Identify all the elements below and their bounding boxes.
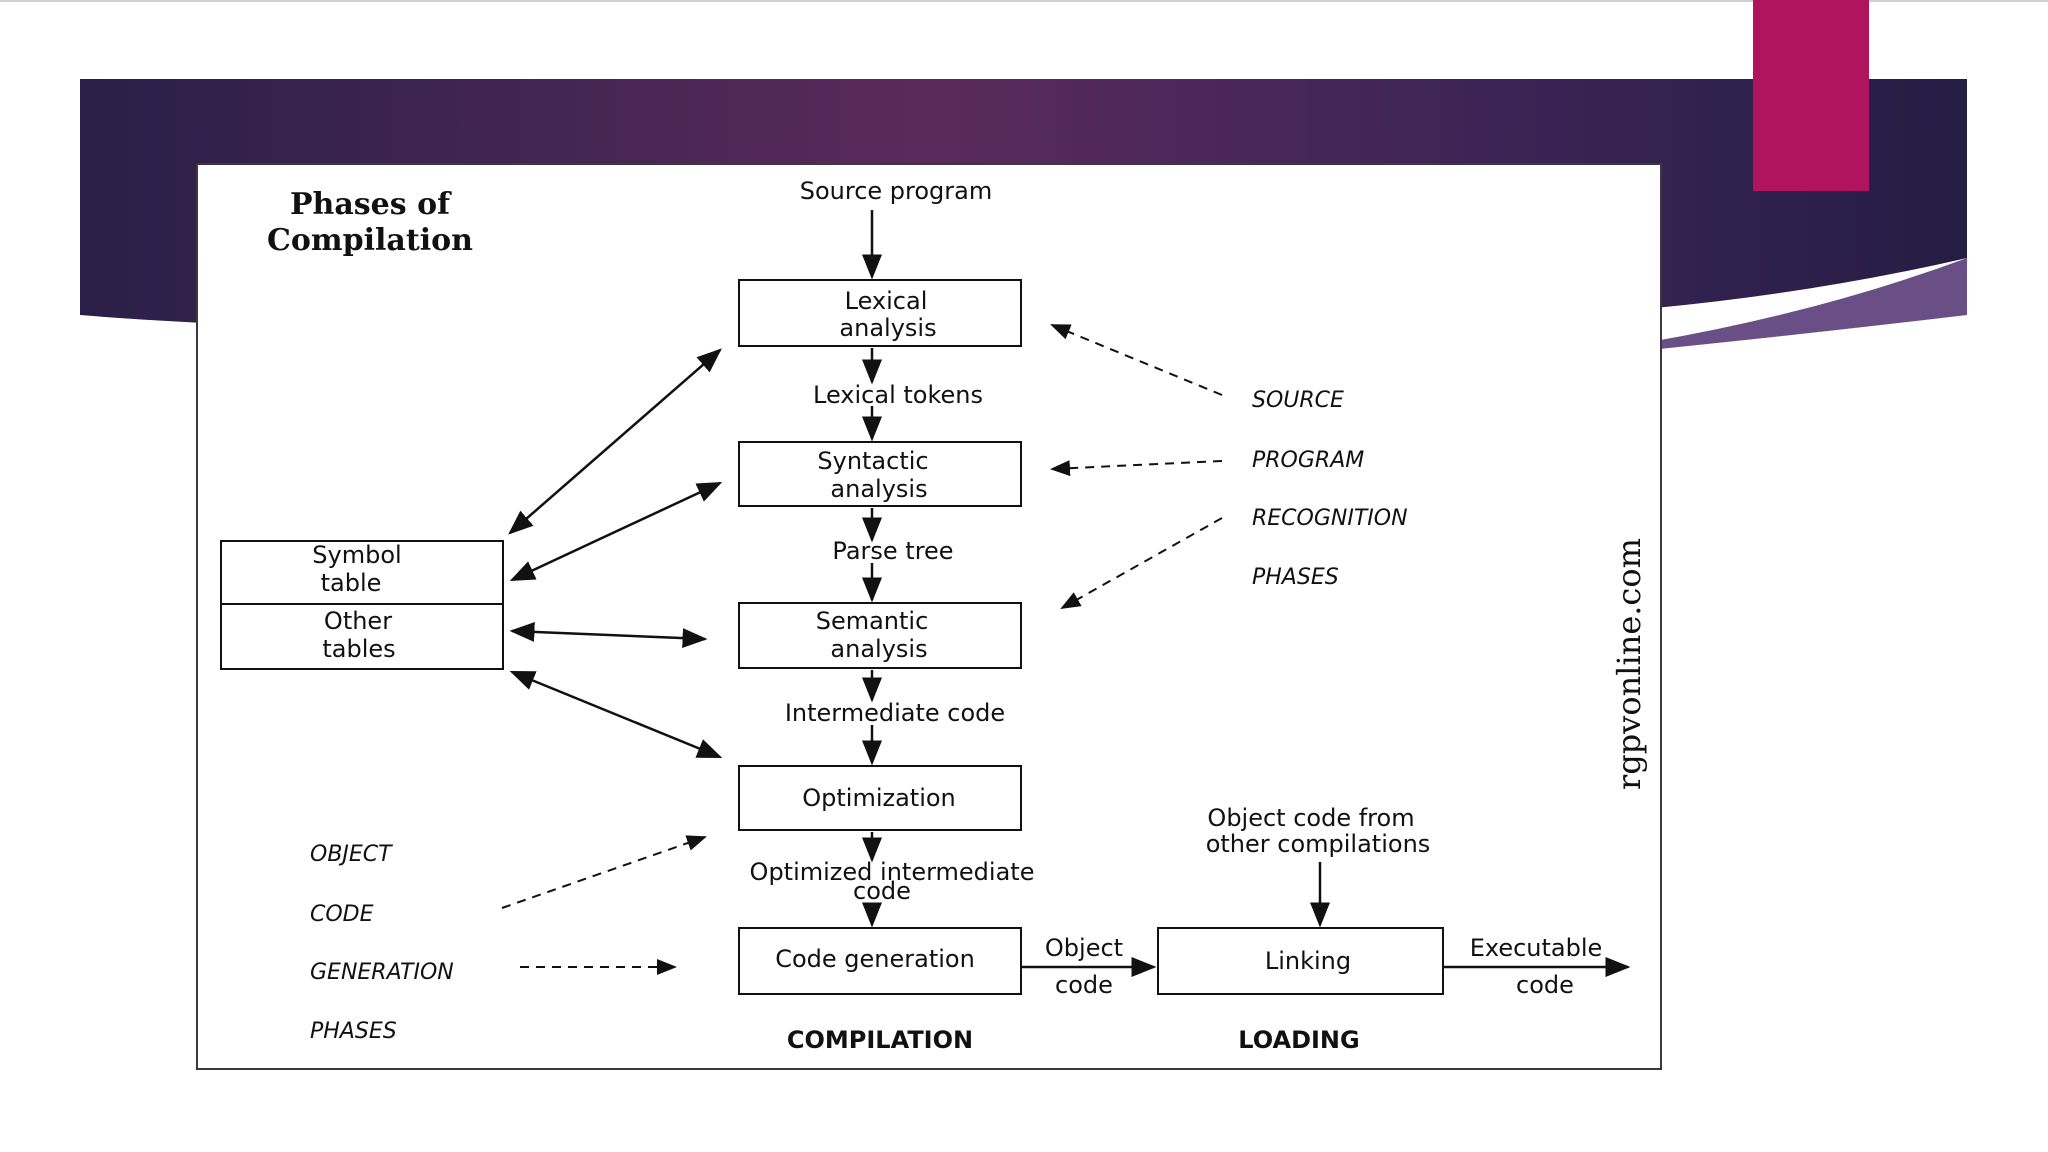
other-tables-line2: tables xyxy=(322,635,395,663)
arrow-tables-syntactic xyxy=(509,481,723,582)
semantic-analysis-box xyxy=(738,602,1022,669)
top-border xyxy=(0,0,2048,2)
lexical-label-line1: Lexical xyxy=(845,287,928,315)
executable-label-line2: code xyxy=(1516,971,1574,999)
arrow-tables-lexical xyxy=(508,348,722,535)
optimization-label: Optimization xyxy=(802,784,956,812)
optimized-label-line1: Optimized intermediate xyxy=(750,858,1035,886)
executable-label-line1: Executable xyxy=(1470,934,1603,962)
code-generation-box xyxy=(738,927,1022,995)
object-group-label: OBJECT xyxy=(310,842,393,867)
diagram-frame xyxy=(196,163,1662,1070)
symbol-table-line2: table xyxy=(321,569,382,597)
arrow-tables-optimization xyxy=(509,670,723,759)
object-from-line1: Object code from xyxy=(1207,804,1414,832)
arrow-tables-semantic xyxy=(509,621,708,649)
object-code-label-line1: Object xyxy=(1045,934,1123,962)
optimization-box xyxy=(738,765,1022,831)
dashed-arrow-source-lexical xyxy=(1050,324,1223,396)
source-group-label: PHASES xyxy=(1252,565,1339,590)
dashed-arrow-source-semantic xyxy=(1060,517,1223,609)
diagram-title-line2: Compilation xyxy=(267,223,473,258)
object-group-label: GENERATION xyxy=(310,960,454,985)
other-tables-line1: Other xyxy=(324,607,392,635)
dashed-arrow-source-syntactic xyxy=(1050,460,1223,477)
code-generation-label: Code generation xyxy=(775,945,975,973)
diagram-title-line1: Phases of xyxy=(290,187,452,222)
object-group-label: CODE xyxy=(310,902,374,927)
watermark: rgpvonline.com xyxy=(1610,538,1648,790)
linking-box xyxy=(1157,927,1444,995)
object-from-line2: other compilations xyxy=(1206,830,1431,858)
lexical-analysis-box xyxy=(738,279,1022,347)
semantic-label-line2: analysis xyxy=(830,635,927,663)
lexical-tokens-label: Lexical tokens xyxy=(813,381,983,409)
parse-tree-label: Parse tree xyxy=(832,537,953,565)
intermediate-code-label: Intermediate code xyxy=(785,699,1005,727)
lexical-label-line2: analysis xyxy=(839,314,936,342)
syntactic-label-line2: analysis xyxy=(830,475,927,503)
source-group-label: PROGRAM xyxy=(1252,448,1364,473)
syntactic-analysis-box xyxy=(738,441,1022,507)
object-group-label: PHASES xyxy=(310,1019,397,1044)
object-code-label-line2: code xyxy=(1055,971,1113,999)
semantic-label-line1: Semantic xyxy=(816,607,929,635)
loading-label: LOADING xyxy=(1238,1026,1359,1054)
dashed-arrow-object-optimization xyxy=(501,835,707,909)
optimized-label-line2: code xyxy=(853,877,911,905)
source-group-label: SOURCE xyxy=(1252,388,1344,413)
source-program-label: Source program xyxy=(800,177,993,205)
symbol-table-line1: Symbol xyxy=(312,541,401,569)
syntactic-label-line1: Syntactic xyxy=(817,447,928,475)
source-group-label: RECOGNITION xyxy=(1252,506,1408,531)
accent-tab xyxy=(1753,0,1869,191)
linking-label: Linking xyxy=(1265,947,1351,975)
compilation-label: COMPILATION xyxy=(787,1026,973,1054)
